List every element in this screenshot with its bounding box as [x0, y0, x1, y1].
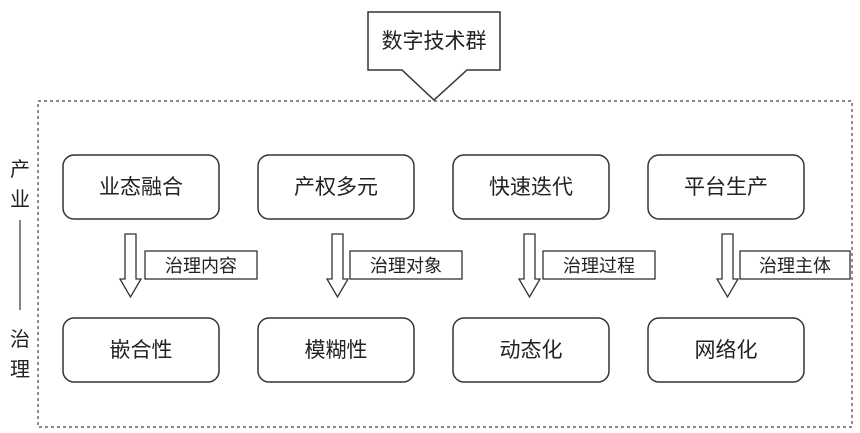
feature-box [62, 154, 220, 220]
outcome-label: 模糊性 [305, 338, 368, 362]
source-label: 数字技术群 [382, 29, 487, 53]
side-char-3: 治 [10, 327, 30, 351]
relation-label: 治理对象 [370, 256, 442, 277]
relation-box [349, 250, 463, 280]
outcome-label: 动态化 [500, 338, 563, 362]
outcome-label: 嵌合性 [110, 338, 173, 362]
column-3: 快速迭代 治理过程 动态化 [452, 154, 656, 383]
feature-box [452, 154, 610, 220]
relation-label: 治理过程 [563, 256, 635, 277]
column-1: 业态融合 治理内容 嵌合性 [62, 154, 258, 383]
feature-label: 快速迭代 [489, 175, 573, 199]
feature-box [257, 154, 415, 220]
side-label: 产 业 治 理 [10, 157, 30, 381]
relation-box [144, 250, 258, 280]
source-callout-arrow [367, 11, 501, 102]
column-4: 平台生产 治理主体 网络化 [647, 154, 851, 383]
outcome-box [257, 317, 415, 383]
feature-label: 业态融合 [99, 175, 183, 199]
side-char-1: 产 [10, 157, 30, 181]
outcome-box [62, 317, 220, 383]
column-2: 产权多元 治理对象 模糊性 [257, 154, 463, 383]
relation-box [739, 250, 851, 280]
down-arrow [715, 233, 740, 299]
feature-label: 产权多元 [294, 175, 378, 199]
relation-box [542, 250, 656, 280]
down-arrow [517, 233, 542, 299]
outcome-box [647, 317, 805, 383]
side-char-4: 理 [10, 357, 30, 381]
feature-label: 平台生产 [684, 175, 768, 199]
feature-box [647, 154, 805, 220]
side-char-2: 业 [10, 187, 30, 211]
relation-label: 治理内容 [165, 256, 237, 277]
down-arrow [118, 233, 143, 299]
down-arrow [325, 233, 350, 299]
relation-label: 治理主体 [759, 256, 831, 277]
outcome-label: 网络化 [695, 338, 758, 362]
outcome-box [452, 317, 610, 383]
